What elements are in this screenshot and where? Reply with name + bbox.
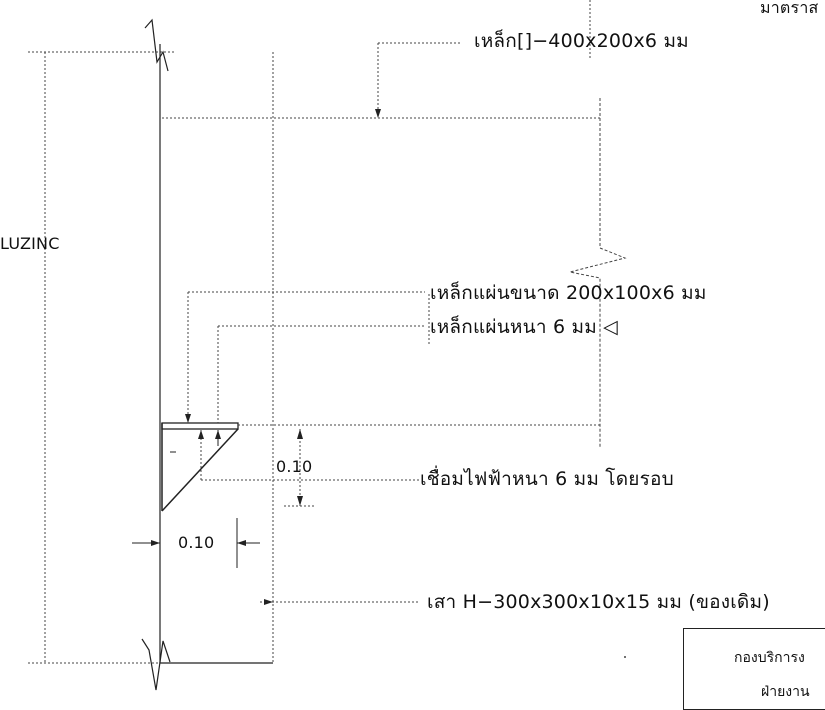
- weld-label: เชื่อมไฟฟ้าหนา 6 มม โดยรอบ: [420, 468, 674, 490]
- stray-dot: [624, 656, 626, 658]
- title-block-line-2: ฝ่ายงาน: [761, 684, 810, 700]
- vertical-dimension-value: 0.10: [276, 457, 313, 476]
- beam-end-break: [569, 98, 627, 448]
- steel-beam-label: เหล็ก[]−400x200x6 มม: [474, 30, 689, 52]
- weld-arrow-head-2: [215, 430, 221, 439]
- horizontal-dimension-arrow-left: [151, 540, 160, 546]
- column-label: เสา H−300x300x10x15 มม (ของเดิม): [427, 591, 770, 613]
- scale-label: มาตราส: [760, 0, 819, 17]
- plate-thickness-label: เหล็กแผ่นหนา 6 มม ◁: [430, 316, 618, 338]
- gusset-diagonal: [161, 428, 239, 512]
- vertical-dimension-arrow-bottom: [297, 496, 303, 506]
- roof-material-label: LUZINC: [0, 234, 60, 253]
- column-arrow-head: [264, 599, 273, 605]
- plate-size-label: เหล็กแผ่นขนาด 200x100x6 มม: [430, 282, 707, 304]
- beam-arrow-head: [375, 109, 381, 118]
- horizontal-dimension-value: 0.10: [178, 533, 215, 552]
- column-top-break: [144, 18, 169, 72]
- plate-outline: [161, 422, 239, 430]
- title-block: กองบริการง ฝ่ายงาน: [683, 628, 825, 710]
- plate-size-arrow-head: [185, 414, 191, 423]
- vertical-dimension-arrow-top: [297, 429, 303, 439]
- weld-arrow-head-1: [198, 430, 204, 439]
- title-block-line-1: กองบริการง: [734, 650, 805, 666]
- horizontal-dimension-arrow-right: [237, 540, 246, 546]
- column-bottom-break: [141, 638, 171, 691]
